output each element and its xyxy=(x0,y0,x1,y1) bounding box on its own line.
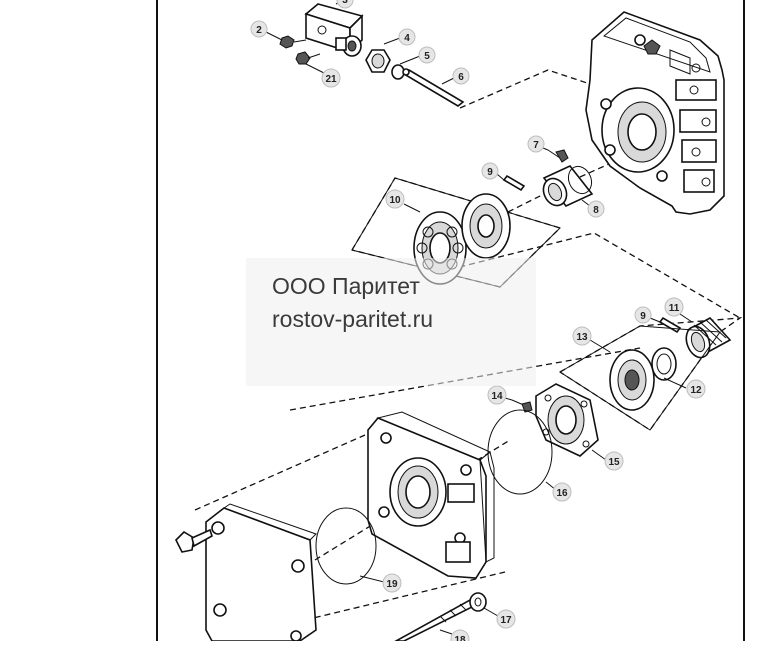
svg-text:13: 13 xyxy=(576,332,588,343)
svg-text:4: 4 xyxy=(404,33,410,44)
screw-part-2 xyxy=(279,35,307,49)
svg-text:3: 3 xyxy=(342,0,348,6)
gasket-part-16 xyxy=(487,409,553,495)
callout-2: 2 xyxy=(250,20,268,38)
svg-text:9: 9 xyxy=(640,311,646,322)
callout-12: 12 xyxy=(686,379,706,399)
callout-21: 21 xyxy=(321,68,341,88)
callout-19: 19 xyxy=(382,573,402,593)
rod-part-6 xyxy=(402,68,465,107)
gear-plate-assembly-part-13 xyxy=(559,325,721,431)
callout-13: 13 xyxy=(572,326,592,346)
pin-part-9-lower xyxy=(658,316,682,334)
callout-5: 5 xyxy=(418,46,436,64)
svg-text:8: 8 xyxy=(593,205,599,216)
callout-10: 10 xyxy=(385,189,405,209)
pin-part-9-upper xyxy=(502,174,526,192)
cover-plate xyxy=(205,503,317,642)
center-housing xyxy=(367,411,495,579)
watermark-background xyxy=(246,258,536,386)
svg-text:12: 12 xyxy=(690,385,702,396)
callout-9-lower: 9 xyxy=(634,306,652,324)
svg-text:5: 5 xyxy=(424,51,430,62)
callout-6: 6 xyxy=(452,67,470,85)
screw-part-14 xyxy=(511,399,533,413)
watermark-company: ООО Паритет xyxy=(272,273,420,299)
callout-7: 7 xyxy=(527,135,545,153)
svg-text:21: 21 xyxy=(325,74,337,85)
watermark-website: rostov-paritet.ru xyxy=(272,306,434,332)
pump-housing xyxy=(585,11,725,215)
svg-text:17: 17 xyxy=(500,615,512,626)
watermark: ООО Паритет rostov-paritet.ru xyxy=(272,270,433,336)
svg-text:14: 14 xyxy=(491,391,503,402)
svg-text:9: 9 xyxy=(487,167,493,178)
callout-11: 11 xyxy=(664,297,684,317)
svg-text:18: 18 xyxy=(454,635,466,641)
sleeve-part-8 xyxy=(542,165,594,207)
flange-plate-part-15 xyxy=(535,383,599,457)
svg-text:7: 7 xyxy=(533,140,539,151)
callout-14: 14 xyxy=(487,385,507,405)
gasket-part-19 xyxy=(315,507,377,585)
svg-text:15: 15 xyxy=(608,457,620,468)
callout-18: 18 xyxy=(450,629,470,646)
washer-part-17 xyxy=(469,592,487,612)
svg-text:2: 2 xyxy=(256,25,262,36)
screw-part-21 xyxy=(295,51,321,65)
svg-text:10: 10 xyxy=(389,195,401,206)
svg-text:11: 11 xyxy=(669,303,680,314)
callout-16: 16 xyxy=(552,482,572,502)
callout-9-upper: 9 xyxy=(481,162,499,180)
callout-4: 4 xyxy=(398,28,416,46)
hex-nut-part-4 xyxy=(365,49,391,73)
screw-part-7 xyxy=(547,149,569,163)
svg-text:6: 6 xyxy=(458,72,464,83)
callout-17: 17 xyxy=(496,609,516,629)
callout-8: 8 xyxy=(587,200,605,218)
needle-bearing-part-11 xyxy=(685,316,732,359)
callout-15: 15 xyxy=(604,451,624,471)
cover-bolt xyxy=(175,528,213,553)
svg-text:16: 16 xyxy=(556,488,568,499)
svg-text:19: 19 xyxy=(386,579,398,590)
callout-3: 3 xyxy=(336,0,354,9)
valve-block-part-3 xyxy=(304,3,364,57)
